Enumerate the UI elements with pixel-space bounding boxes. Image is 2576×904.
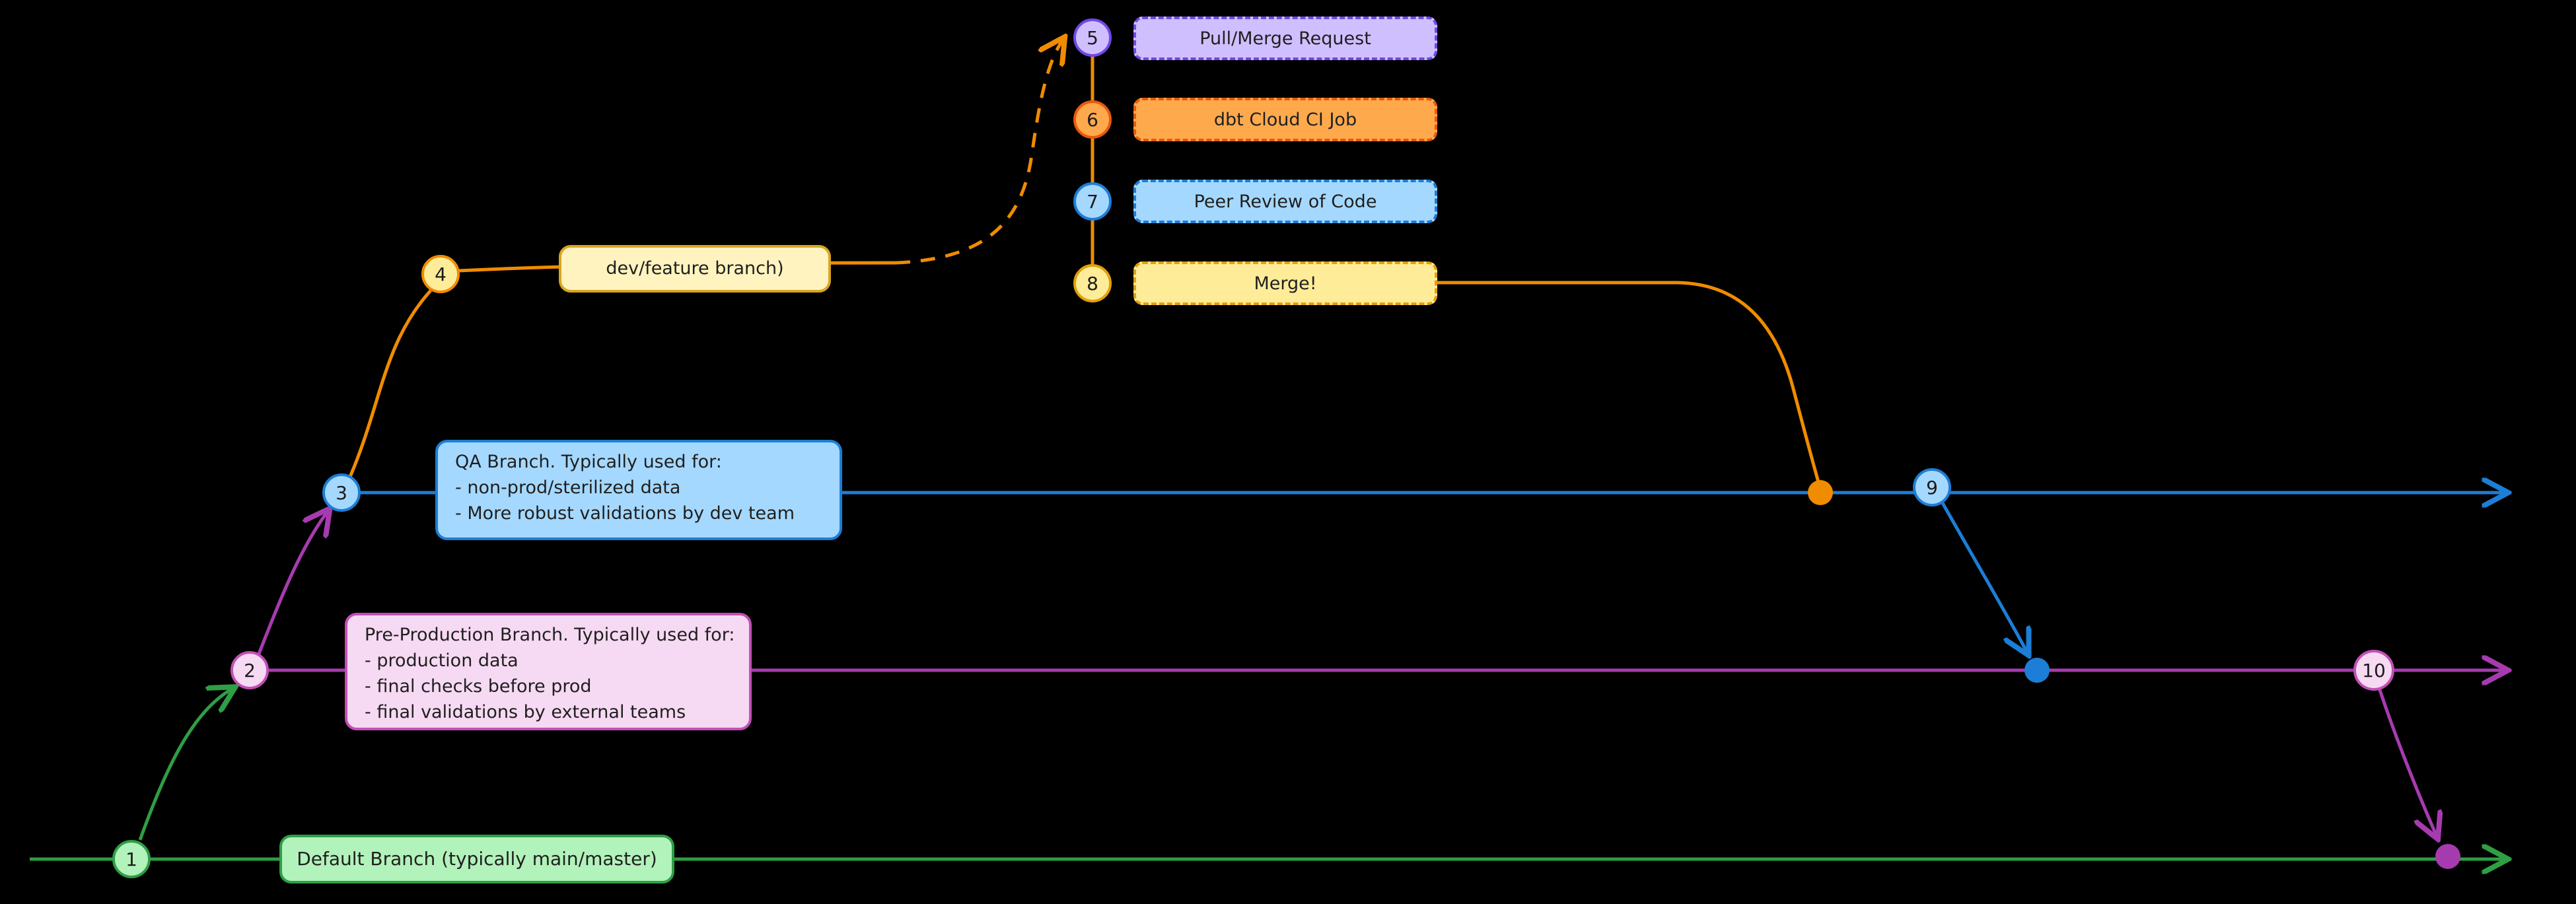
commit-node-2: 2 bbox=[231, 651, 269, 689]
step-label: Merge! bbox=[1254, 273, 1317, 294]
pre-production-title: Pre-Production Branch. Typically used fo… bbox=[365, 625, 735, 645]
pull-request-dashed-curve bbox=[895, 41, 1062, 265]
commit-node-3: 3 bbox=[322, 473, 361, 512]
node-number: 4 bbox=[435, 263, 447, 285]
node-number: 5 bbox=[1087, 26, 1098, 49]
curve-default-to-preprod bbox=[138, 689, 231, 841]
commit-node-4: 4 bbox=[421, 255, 460, 293]
merge-commit-dot-qa bbox=[1808, 480, 1833, 505]
step-label: Pull/Merge Request bbox=[1199, 28, 1371, 49]
node-number: 6 bbox=[1087, 108, 1098, 131]
dev-feature-branch-label: dev/feature branch) bbox=[606, 258, 784, 279]
curve-preprod-to-qa bbox=[257, 512, 327, 654]
node-number: 3 bbox=[336, 481, 347, 504]
qa-to-preprod-merge-curve bbox=[1940, 501, 2026, 651]
step-node-6: 6 bbox=[1073, 100, 1112, 139]
step-label: dbt Cloud CI Job bbox=[1213, 109, 1357, 130]
step-node-8: 8 bbox=[1073, 264, 1112, 302]
commit-node-9: 9 bbox=[1913, 468, 1951, 506]
preprod-to-default-merge-curve bbox=[2377, 687, 2436, 835]
merge-commit-dot-default bbox=[2435, 844, 2460, 869]
default-branch-label-box: Default Branch (typically main/master) bbox=[279, 835, 674, 884]
step-node-5: 5 bbox=[1073, 18, 1112, 57]
dev-feature-branch-box: dev/feature branch) bbox=[559, 245, 831, 293]
node-number: 8 bbox=[1087, 272, 1098, 295]
qa-branch-item: - More robust validations by dev team bbox=[455, 503, 795, 524]
step-box-pull-merge-request: Pull/Merge Request bbox=[1133, 17, 1437, 60]
commit-node-10: 10 bbox=[2353, 650, 2394, 691]
node-number: 2 bbox=[244, 659, 256, 681]
step-node-7: 7 bbox=[1073, 182, 1112, 221]
pre-production-item: - final validations by external teams bbox=[365, 702, 686, 723]
merge-return-curve bbox=[1437, 281, 1822, 487]
pre-production-item: - production data bbox=[365, 650, 519, 672]
default-branch-label: Default Branch (typically main/master) bbox=[297, 847, 657, 870]
curve-qa-to-dev bbox=[348, 289, 432, 477]
pre-production-item: - final checks before prod bbox=[365, 676, 592, 697]
qa-branch-box: QA Branch. Typically used for: - non-pro… bbox=[435, 440, 842, 540]
pre-production-branch-box: Pre-Production Branch. Typically used fo… bbox=[345, 613, 752, 730]
step-box-dbt-cloud-ci-job: dbt Cloud CI Job bbox=[1133, 98, 1437, 141]
qa-branch-item: - non-prod/sterilized data bbox=[455, 477, 681, 499]
node-number: 10 bbox=[2362, 659, 2386, 681]
merge-commit-dot-preprod bbox=[2024, 658, 2050, 683]
step-box-peer-review: Peer Review of Code bbox=[1133, 180, 1437, 223]
node-number: 7 bbox=[1087, 190, 1098, 213]
step-label: Peer Review of Code bbox=[1194, 191, 1377, 212]
commit-node-1: 1 bbox=[112, 840, 151, 878]
qa-branch-title: QA Branch. Typically used for: bbox=[455, 452, 722, 472]
step-box-merge: Merge! bbox=[1133, 261, 1437, 305]
node-number: 1 bbox=[125, 848, 137, 870]
node-number: 9 bbox=[1926, 476, 1938, 499]
